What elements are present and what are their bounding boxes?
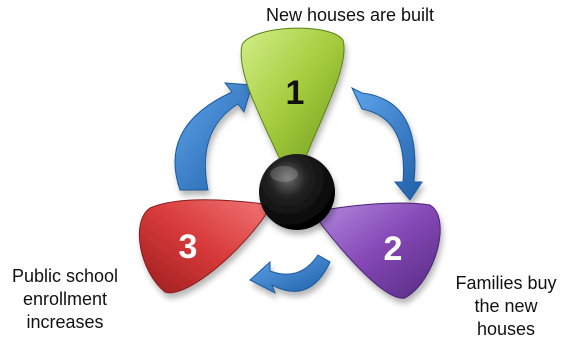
- step-3-number: 3: [179, 228, 198, 266]
- step-1-label: New houses are built: [265, 5, 435, 25]
- lobe-step-3: [138, 199, 273, 294]
- step-3-label-line: Public school: [11, 266, 119, 286]
- center-hub: [259, 154, 335, 230]
- step-2-label-line: houses: [476, 319, 536, 339]
- step-3-label-line: enrollment: [22, 289, 108, 309]
- step-2-label-line: the new: [474, 296, 538, 316]
- step-2-number: 2: [384, 230, 403, 268]
- arrow-1-to-2: [350, 86, 423, 201]
- step-3-label: Public school enrollment increases: [0, 265, 130, 334]
- arrow-2-to-3: [249, 254, 331, 295]
- lobe-step-2: [311, 202, 441, 299]
- step-2-label: Families buy the new houses: [445, 272, 567, 341]
- step-3-label-line: increases: [26, 312, 104, 332]
- arrow-3-to-1: [174, 82, 253, 191]
- step-2-label-line: Families buy: [455, 273, 557, 293]
- hub-highlight: [270, 166, 298, 182]
- lobe-step-1: [240, 27, 345, 167]
- step-1-number: 1: [286, 74, 305, 112]
